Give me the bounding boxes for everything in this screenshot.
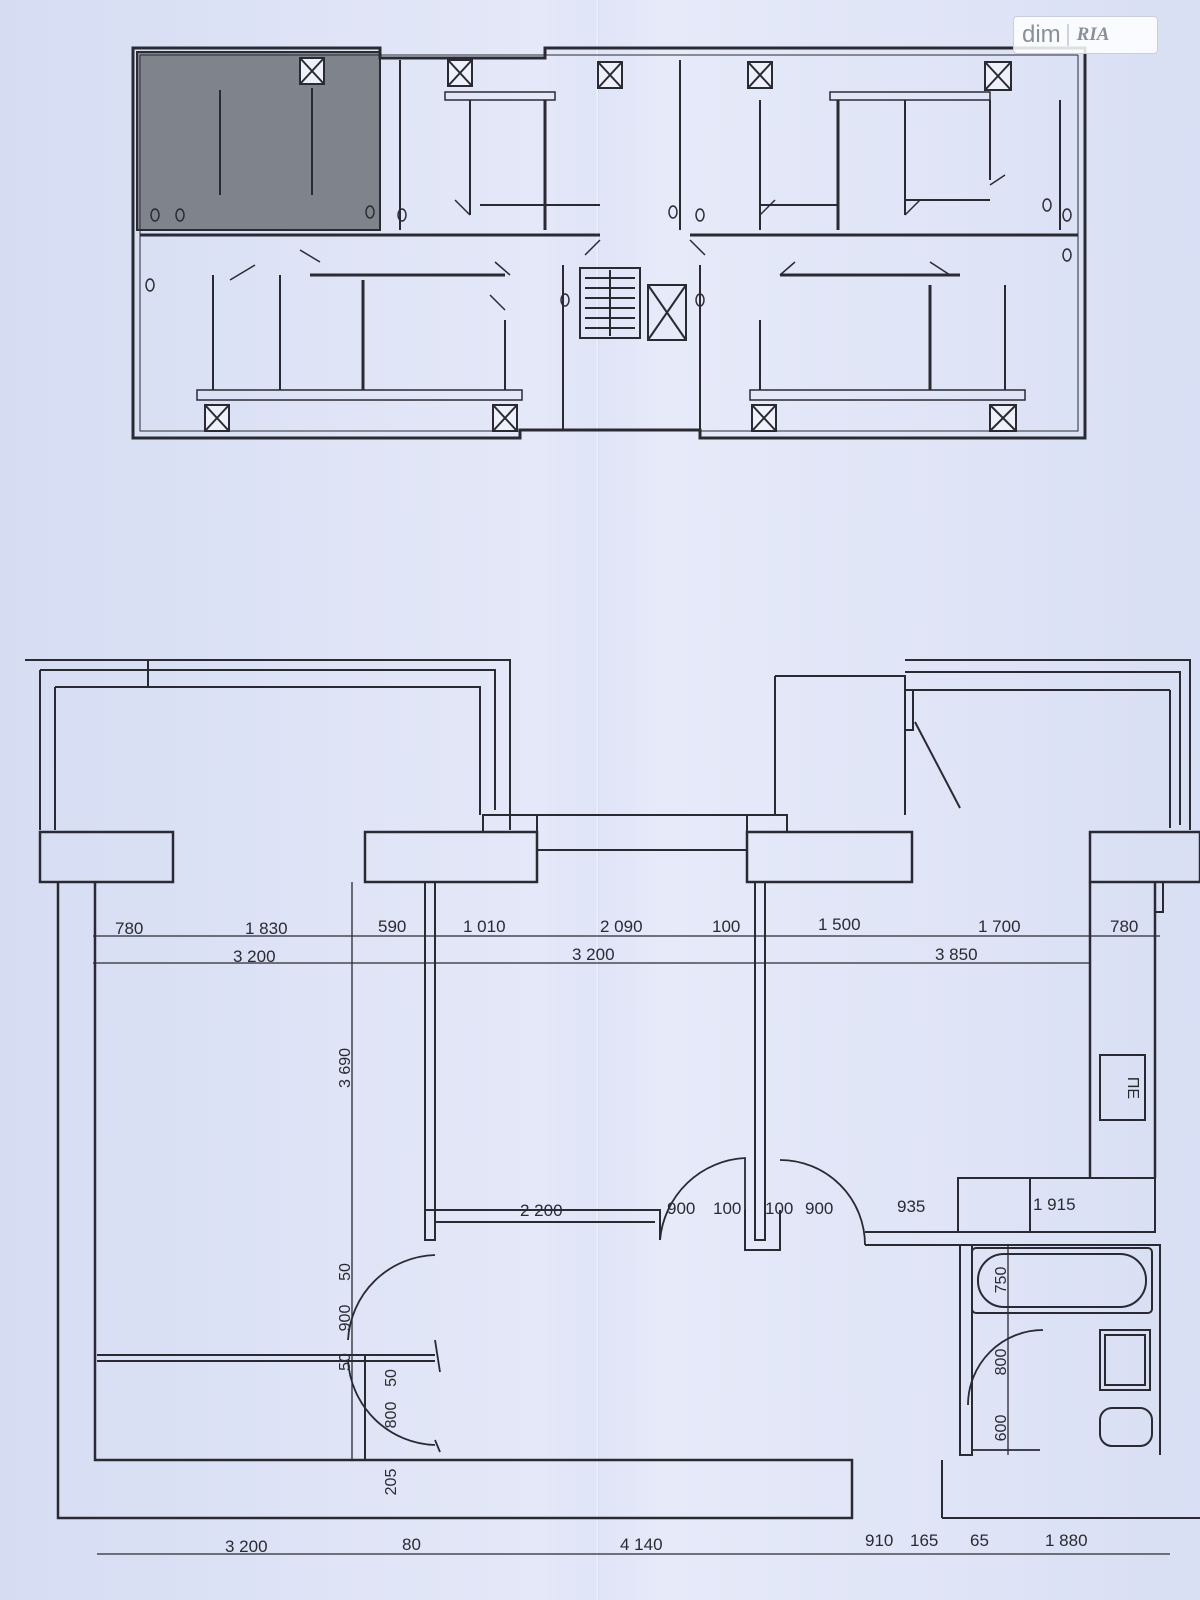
stove-icon bbox=[1099, 1054, 1146, 1121]
dim-label: 1 880 bbox=[1045, 1531, 1088, 1550]
stair bbox=[579, 267, 641, 339]
dim-label: 780 bbox=[1110, 917, 1138, 936]
dim-label: 3 200 bbox=[572, 945, 615, 964]
dim-label: 50 bbox=[337, 1263, 354, 1281]
dimensions-top-row: 780 1 830 590 1 010 2 090 100 1 500 1 70… bbox=[115, 915, 1138, 938]
dim-label: 165 bbox=[910, 1531, 938, 1550]
dim-label: 900 bbox=[667, 1199, 695, 1218]
dim-label: 910 bbox=[865, 1531, 893, 1550]
dim-label: 1 915 bbox=[1033, 1195, 1076, 1214]
dim-label: 3 850 bbox=[935, 945, 978, 964]
ventilation-shaft-icons bbox=[204, 57, 1017, 432]
ventilation-shaft-icon bbox=[747, 61, 773, 89]
toilet-icon bbox=[1099, 1407, 1153, 1447]
right-balcony bbox=[774, 675, 906, 815]
dim-label: 935 bbox=[897, 1197, 925, 1216]
dim-label: 3 690 bbox=[337, 1048, 354, 1088]
dim-label: 1 830 bbox=[245, 919, 288, 938]
watermark-logo: dim RIA bbox=[1013, 16, 1158, 54]
ventilation-shaft-icon bbox=[492, 404, 518, 432]
dim-label: 600 bbox=[993, 1415, 1010, 1442]
dimensions-bottom-row: 3 200 80 4 140 910 165 65 1 880 bbox=[225, 1531, 1088, 1556]
dim-label: 205 bbox=[383, 1469, 400, 1496]
dim-label: 1 500 bbox=[818, 915, 861, 934]
dim-label: 50 bbox=[337, 1353, 354, 1371]
dimensions-inner-row: 2 200 900 100 100 900 935 1 915 bbox=[520, 1195, 1076, 1220]
dimensions-second-row: 3 200 3 200 3 850 bbox=[233, 945, 978, 966]
ventilation-shaft-icon bbox=[751, 404, 777, 432]
ventilation-shaft-icon bbox=[204, 404, 230, 432]
ventilation-shaft-icon bbox=[447, 59, 473, 87]
dim-label: 50 bbox=[383, 1369, 400, 1387]
ventilation-shaft-icon bbox=[984, 61, 1012, 91]
dim-label: 3 200 bbox=[225, 1537, 268, 1556]
bathtub-icon bbox=[971, 1247, 1153, 1314]
stove-label: ПЕ bbox=[1124, 1077, 1141, 1099]
dim-label: 1 010 bbox=[463, 917, 506, 936]
dim-label: 80 bbox=[402, 1535, 421, 1554]
dim-label: 780 bbox=[115, 919, 143, 938]
toilet-icons bbox=[145, 198, 1072, 307]
dim-label: 4 140 bbox=[620, 1535, 663, 1554]
elevator bbox=[647, 284, 687, 341]
dim-label: 590 bbox=[378, 917, 406, 936]
dim-label: 100 bbox=[712, 917, 740, 936]
dim-label: 2 090 bbox=[600, 917, 643, 936]
dim-label: 900 bbox=[337, 1305, 354, 1332]
dim-label: 3 200 bbox=[233, 947, 276, 966]
dim-label: 800 bbox=[383, 1402, 400, 1429]
dim-label: 750 bbox=[993, 1267, 1010, 1294]
dim-label: 900 bbox=[805, 1199, 833, 1218]
dim-label: 65 bbox=[970, 1531, 989, 1550]
watermark-brand: dim bbox=[1022, 21, 1061, 48]
dim-label: 100 bbox=[713, 1199, 741, 1218]
sink-icon bbox=[1099, 1329, 1151, 1391]
dim-label: 1 700 bbox=[978, 917, 1021, 936]
floor-plan bbox=[131, 46, 1087, 440]
paper-fold bbox=[596, 0, 599, 1600]
ventilation-shaft-icon bbox=[597, 61, 623, 89]
door-swings bbox=[347, 1157, 1044, 1453]
ventilation-shaft-icon bbox=[299, 57, 325, 85]
dimensions-vertical: 3 690 50 900 50 800 50 205 750 800 600 bbox=[337, 1048, 1010, 1495]
left-balcony bbox=[25, 659, 511, 830]
dim-label: 100 bbox=[765, 1199, 793, 1218]
highlighted-apartment bbox=[136, 51, 381, 231]
dim-label: 2 200 bbox=[520, 1201, 563, 1220]
watermark-brand-suffix: RIA bbox=[1066, 24, 1109, 46]
ventilation-shaft-icon bbox=[989, 404, 1017, 432]
dim-label: 800 bbox=[993, 1349, 1010, 1376]
door-swings bbox=[229, 174, 1006, 311]
